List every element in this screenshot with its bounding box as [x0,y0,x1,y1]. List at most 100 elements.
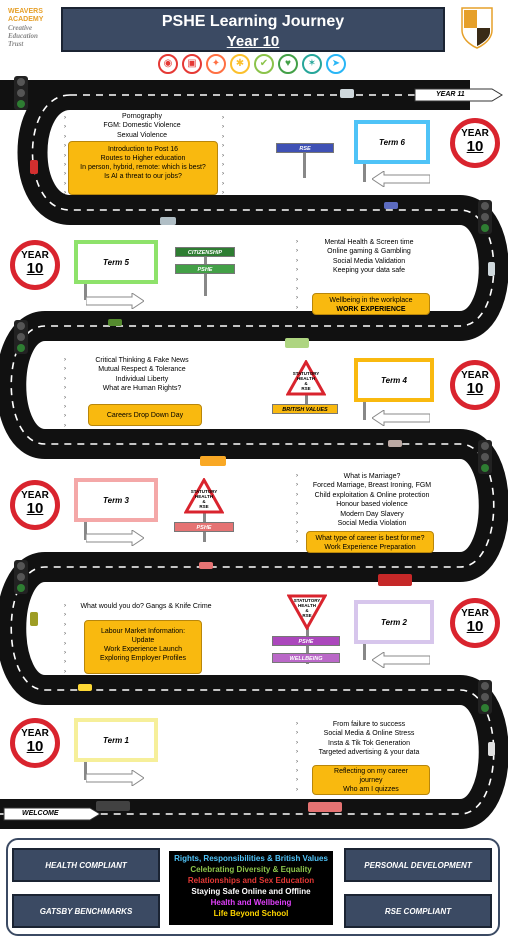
theme-item: Staying Safe Online and Offline [191,887,311,896]
sign-pole [363,400,366,420]
topic: Careers Drop Down Day [106,412,184,419]
gatsby-benchmarks-badge: GATSBY BENCHMARKS [12,894,160,928]
topic: Update [131,637,155,644]
topic: What are Human Rights? [102,385,182,393]
tri-line: STATUTORY [292,371,320,376]
sign-number: 10 [466,380,484,397]
theme-item: Relationships and Sex Education [187,876,315,885]
topic: Wellbeing in the workplace [329,297,413,304]
logo-line: Trust [8,40,24,48]
term2-careers-box: Labour Market Information: Update Work E… [84,620,202,674]
topic: Work Experience Preparation [324,544,416,551]
pshe-plate: PSHE [174,522,234,532]
topic: Labour Market Information: [100,628,186,635]
sign-year: YEAR [21,728,49,739]
pshe-plate: PSHE [272,636,340,646]
topic: Modern Day Slavery [340,510,404,518]
sign-pole [363,640,366,660]
topic: Pornography [121,113,163,120]
diversity-icon: ✦ [206,54,226,74]
tri-line: STATUTORY [293,598,321,603]
page-subtitle: Year 10 [226,33,280,50]
health-icon: ✔ [254,54,274,74]
theme-item: Rights, Responsibilities & British Value… [174,854,328,863]
traffic-light-icon [14,320,28,354]
arrow-right-icon [86,770,144,786]
topic: Is AI a threat to our jobs? [104,173,182,180]
car [200,456,226,466]
theme-item: Health and Wellbeing [210,898,292,907]
rse-plate: RSE [276,143,334,153]
footer-panel [6,838,500,936]
sign-pole [303,148,306,178]
logo-line: Education [8,32,38,40]
traffic-light-icon [478,200,492,234]
personal-development-badge: PERSONAL DEVELOPMENT [344,848,492,882]
car [308,802,342,812]
topic: What type of career is best for me? [315,535,425,542]
traffic-light-icon [478,440,492,474]
tri-line: STATUTORY [190,489,218,494]
page-title: PSHE Learning Journey [161,13,345,30]
arrow-left-icon [372,410,430,426]
term3-topics: What is Marriage? Forced Marriage, Breas… [302,472,442,528]
topic: Insta & Tik Tok Generation [328,739,410,747]
car [488,742,495,756]
car [78,684,92,691]
relationships-icon: ▣ [182,54,202,74]
sign-number: 10 [26,260,44,277]
topic: Social Media & Online Stress [323,730,415,738]
term4-board: Term 4 [354,358,434,402]
term1-topics: From failure to success Social Media & O… [304,720,434,758]
topic: Forced Marriage, Breast Ironing, FGM [312,482,432,490]
health-compliant-badge: HEALTH COMPLIANT [12,848,160,882]
citizenship-plate: CITIZENSHIP [175,247,235,257]
sign-year: YEAR [461,608,489,619]
bullets: ›››››››› [64,357,66,429]
topic: journey [359,777,383,784]
arrow-right-icon [86,530,144,546]
sign-year: YEAR [21,490,49,501]
car [285,338,309,348]
topic: Work Experience Launch [103,646,183,653]
car [378,574,412,586]
tri-line: RSE [199,504,209,509]
topic: Honour based violence [336,501,408,509]
term5-topics: Mental Health & Screen time Online gamin… [304,238,434,276]
sign-year: YEAR [21,250,49,261]
topic: Individual Liberty [115,375,169,383]
car [108,319,122,326]
sign-pole [305,390,308,414]
year11-label: YEAR 11 [436,91,465,98]
car [388,440,402,447]
topic: Online gaming & Gambling [327,248,411,256]
ideas-icon: ✱ [230,54,250,74]
logo-line: Creative [8,24,33,32]
tri-line: RSE [302,613,312,618]
sign-number: 10 [466,618,484,635]
british-values-plate: BRITISH VALUES [272,404,338,414]
tri-line: & [202,499,206,504]
future-icon: ➤ [326,54,346,74]
theme-item: Life Beyond School [213,909,289,918]
topic: Keeping your data safe [333,267,405,275]
topic: Social Media Violation [337,520,407,528]
arrow-left-icon [372,652,430,668]
term5-careers-box: Wellbeing in the workplace WORK EXPERIEN… [312,293,430,315]
topic: FGM: Domestic Violence [103,122,181,130]
sign-pole [306,628,309,664]
topic: What is Marriage? [343,473,401,480]
sign-year: YEAR [461,128,489,139]
car [30,612,38,626]
arrow-left-icon [372,171,430,187]
sign-pole [84,520,87,540]
term6-topics: Pornography FGM: Domestic Violence Sexua… [72,112,212,140]
